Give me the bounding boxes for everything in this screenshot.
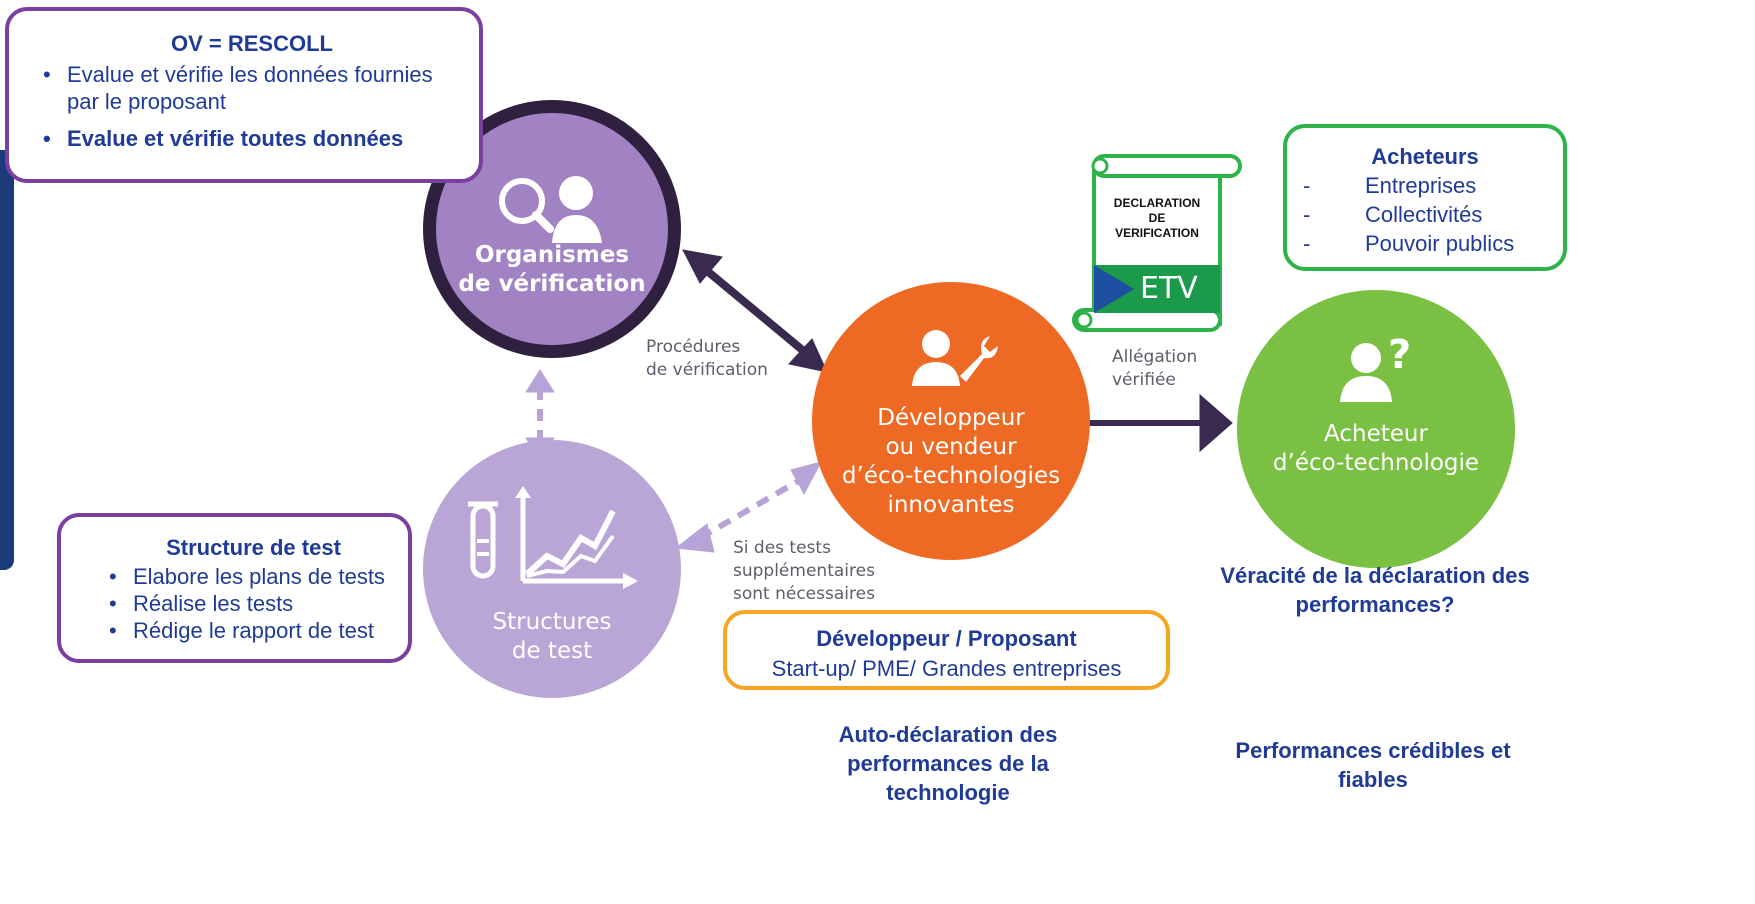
buyers-item-3: Pouvoir publics [1303,229,1555,258]
developer-box: Développeur / Proposant Start-up/ PME/ G… [723,610,1170,690]
developer-label: Développeur ou vendeur d’éco-technologie… [841,405,1061,518]
test-circle: Structures de test [423,440,681,698]
developer-circle: Développeur ou vendeur d’éco-technologie… [812,282,1090,560]
test-tube-chart-icon [468,486,638,589]
veracite-caption: Véracité de la déclaration des performan… [1220,563,1530,617]
buyers-item-2: Collectivités [1303,200,1555,229]
svg-text:?: ? [1388,332,1411,378]
extra-tests-label: Si des tests supplémentaires sont nécess… [733,538,875,604]
credibles-caption: Performances crédibles et fiables [1235,738,1511,792]
developer-box-title: Développeur / Proposant [816,626,1077,651]
procedures-label: Procédures de vérification [646,337,768,380]
buyer-label: Acheteur d’éco-technologie [1272,421,1480,476]
test-box-title: Structure de test [166,535,341,560]
test-developer-dashed-arrow [674,461,822,553]
test-item-1: Elabore les plans de tests [109,563,402,590]
test-item-2: Réalise les tests [109,590,402,617]
ov-item-1: Evalue et vérifie les données fournies p… [43,61,465,115]
etv-logo: ETV [1094,265,1220,313]
person-question-icon: ? [1340,332,1411,402]
etv-logo-text: ETV [1140,271,1198,306]
allegation-label: Allégation vérifiée [1112,347,1198,390]
developer-box-subtitle: Start-up/ PME/ Grandes entreprises [771,656,1122,681]
test-label: Structures de test [492,609,612,664]
auto-declaration-caption: Auto-déclaration des performances de la … [838,722,1058,805]
buyers-box: Acheteurs Entreprises Collectivités Pouv… [1283,124,1567,271]
buyers-item-1: Entreprises [1303,171,1555,200]
verification-developer-arrow [682,249,828,373]
test-item-3: Rédige le rapport de test [109,617,402,644]
ov-box-title: OV = RESCOLL [171,31,333,56]
buyers-box-title: Acheteurs [1371,144,1479,169]
left-edge-stripe [0,150,14,570]
verification-label: Organismes de vérification [458,242,646,297]
ov-box: OV = RESCOLL Evalue et vérifie les donné… [5,7,483,183]
magnifier-person-icon [499,176,602,243]
declaration-text: DECLARATION DE VERIFICATION [1113,196,1201,240]
etv-logo-eu-flag [1094,265,1134,313]
ov-item-2: Evalue et vérifie toutes données [43,125,465,152]
buyer-circle: ? Acheteur d’éco-technologie [1237,290,1515,568]
person-wrench-icon [912,330,998,386]
test-box: Structure de test Elabore les plans de t… [57,513,412,663]
developer-buyer-arrow [1080,393,1233,453]
